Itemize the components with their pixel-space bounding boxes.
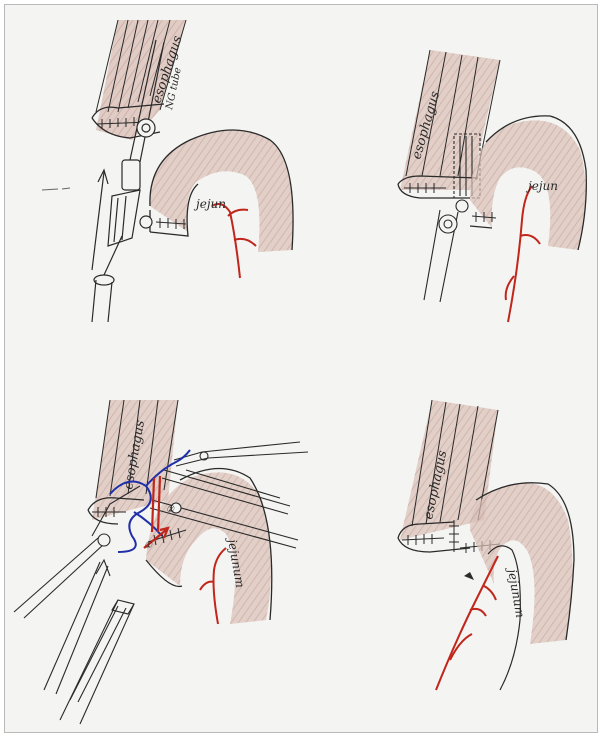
direction-arrow [92, 170, 108, 270]
mesenteric-vessels [212, 204, 256, 278]
panel-top-left: esophagus NG tube [42, 20, 293, 322]
step-2-marker: ② [166, 505, 175, 515]
laparoscopic-instruments [14, 534, 134, 724]
panel-bottom-right: esophagus jejunum [398, 400, 574, 690]
panel-top-right: esophagus jejun [398, 50, 586, 322]
jejunum-loop [470, 116, 586, 322]
mesenteric-vessels [506, 186, 540, 322]
mesenteric-vessels [200, 548, 226, 624]
panel-bottom-left: esophagus jejunum [14, 400, 308, 724]
jejunum-label-2: jejun [525, 179, 558, 193]
jejunum-label-1: jejun [193, 197, 226, 211]
step-1-marker: ① [144, 541, 153, 551]
jejunum-label-4: jejunum [505, 565, 528, 619]
stray-mark [42, 188, 70, 190]
